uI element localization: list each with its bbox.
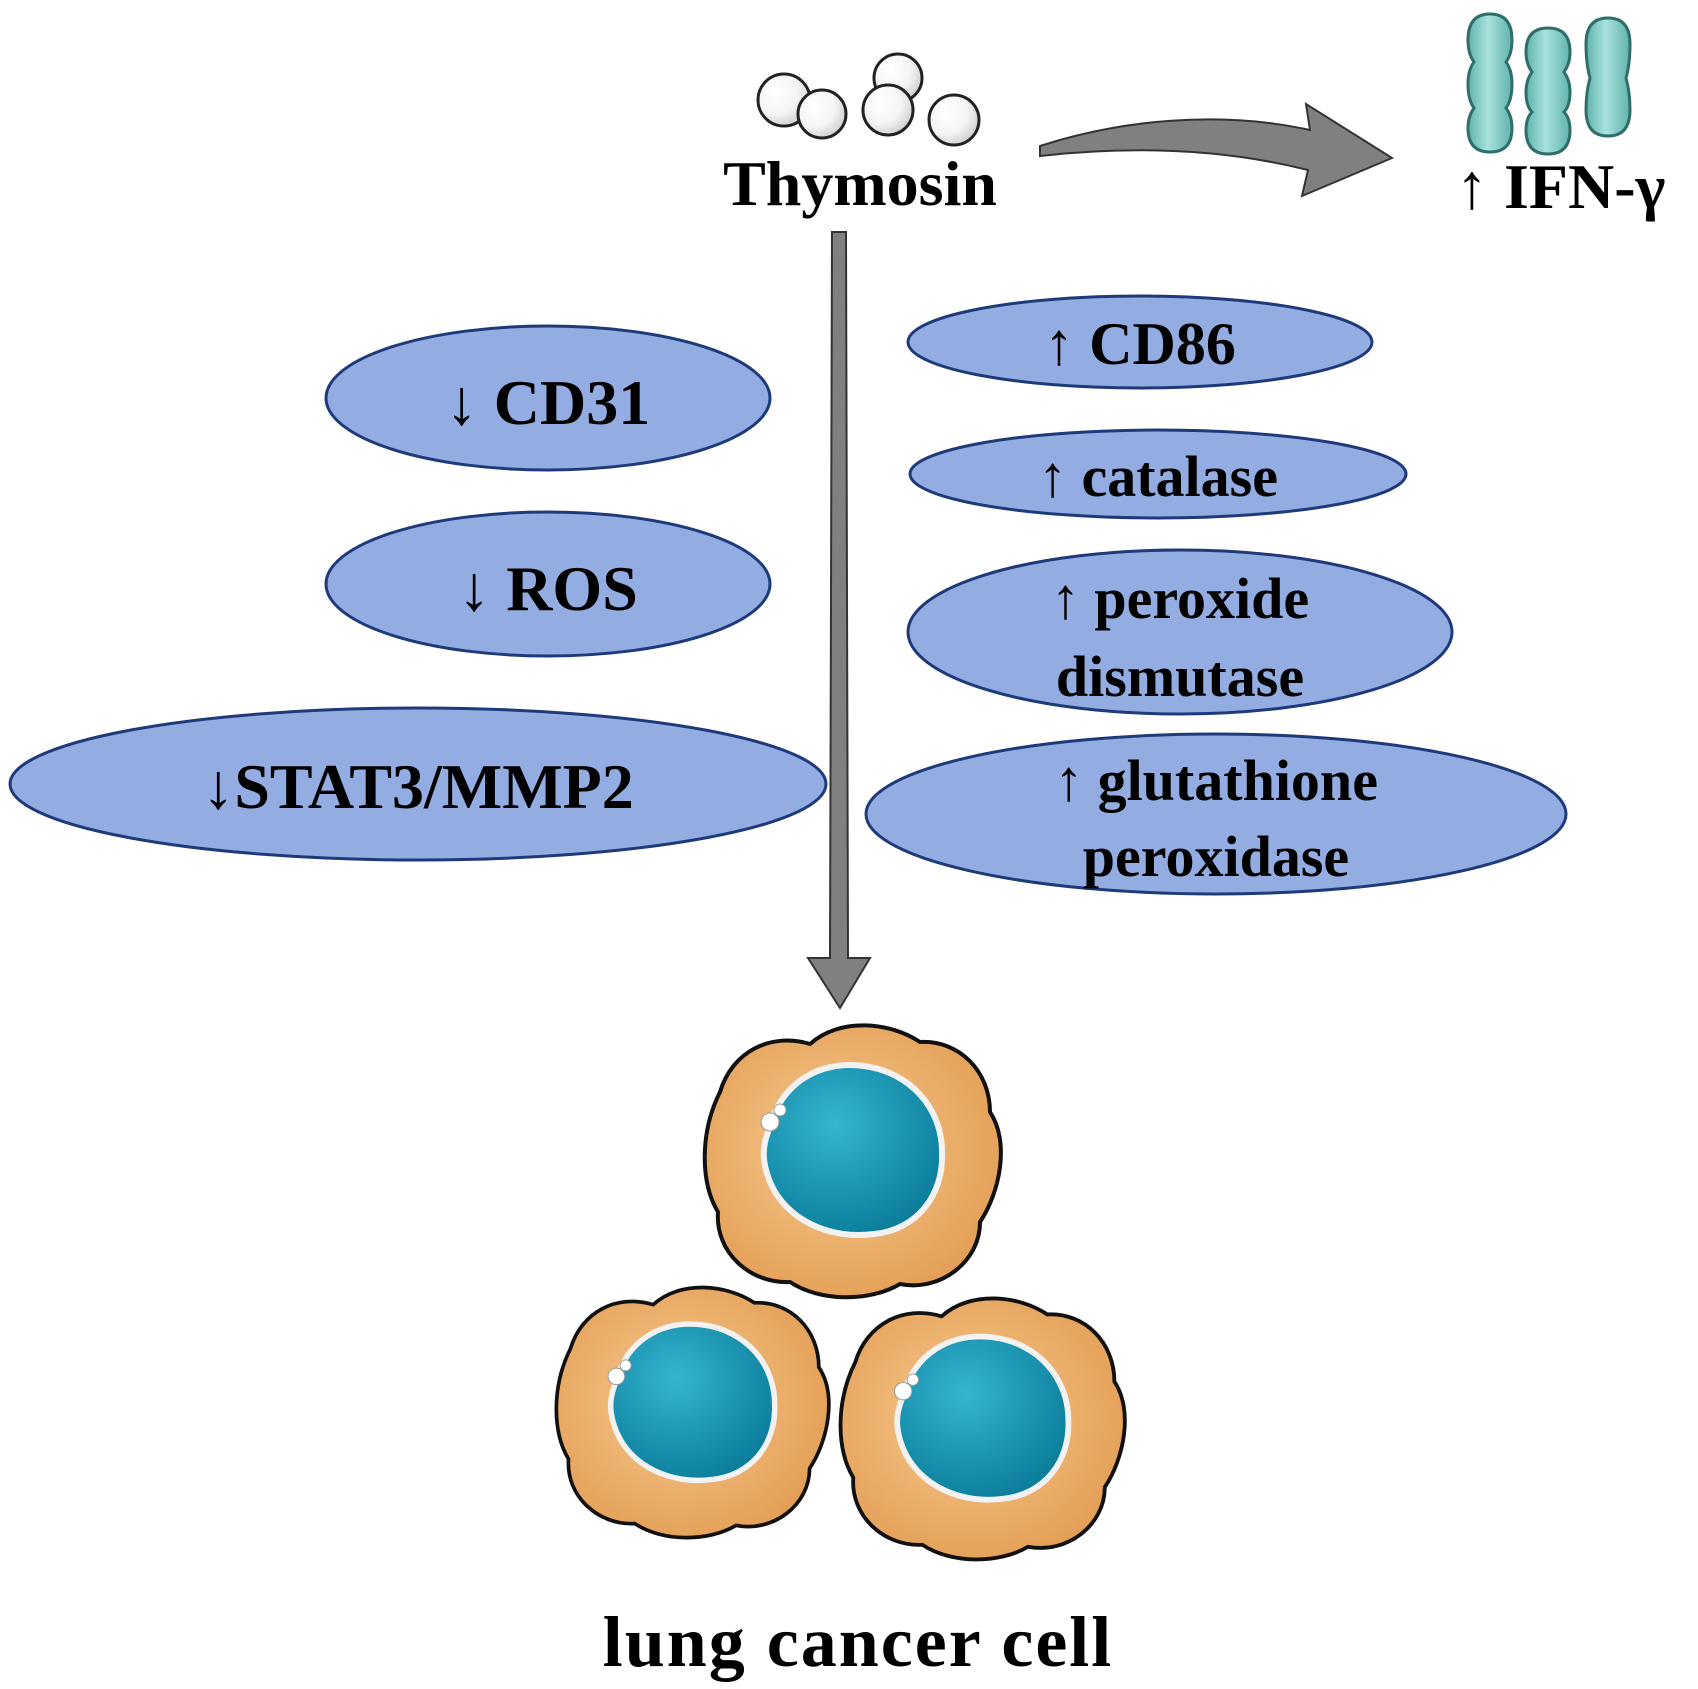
increased-marker-label: ↑ catalase (1038, 444, 1278, 509)
ifn-gamma-label: ↑ IFN-γ (1456, 151, 1666, 222)
increased-marker-label: peroxidase (1083, 824, 1349, 889)
decreased-marker-ros: ↓ ROS (324, 510, 772, 658)
lung-cancer-cell-icon (554, 1023, 1127, 1562)
vertical-arrow-to-cells (806, 231, 872, 1010)
decreased-marker-cd31: ↓ CD31 (324, 324, 772, 472)
lung-cancer-cell-label: lung cancer cell (603, 1602, 1114, 1682)
cancer-cell-right (838, 1296, 1127, 1562)
curved-arrow-to-ifn (1039, 101, 1395, 198)
decreased-marker-label: ↓STAT3/MMP2 (202, 751, 633, 822)
increased-marker-glutathione-peroxidase: ↑ glutathione peroxidase (864, 732, 1568, 896)
decreased-marker-stat3-mmp2: ↓STAT3/MMP2 (8, 706, 828, 862)
increased-marker-label: ↑ CD86 (1044, 311, 1236, 377)
ifn-gamma-molecule-icon (1466, 12, 1632, 156)
thymosin-label: Thymosin (723, 148, 997, 219)
increased-marker-label: dismutase (1056, 644, 1304, 709)
decreased-marker-label: ↓ ROS (458, 553, 638, 624)
increased-marker-peroxide-dismutase: ↑ peroxide dismutase (906, 548, 1454, 716)
increased-marker-catalase: ↑ catalase (908, 428, 1408, 520)
increased-markers: ↑ CD86 ↑ catalase ↑ peroxide dismutase ↑… (864, 294, 1568, 896)
increased-marker-cd86: ↑ CD86 (906, 294, 1374, 390)
decreased-markers: ↓ CD31 ↓ ROS ↓STAT3/MMP2 (8, 324, 828, 862)
increased-marker-label: ↑ glutathione (1054, 748, 1378, 813)
increased-marker-label: ↑ peroxide (1051, 566, 1309, 631)
cancer-cell-left (554, 1285, 831, 1540)
thymosin-spheres-icon (756, 52, 981, 147)
decreased-marker-label: ↓ CD31 (446, 367, 650, 438)
cancer-cell-top (702, 1023, 1003, 1300)
